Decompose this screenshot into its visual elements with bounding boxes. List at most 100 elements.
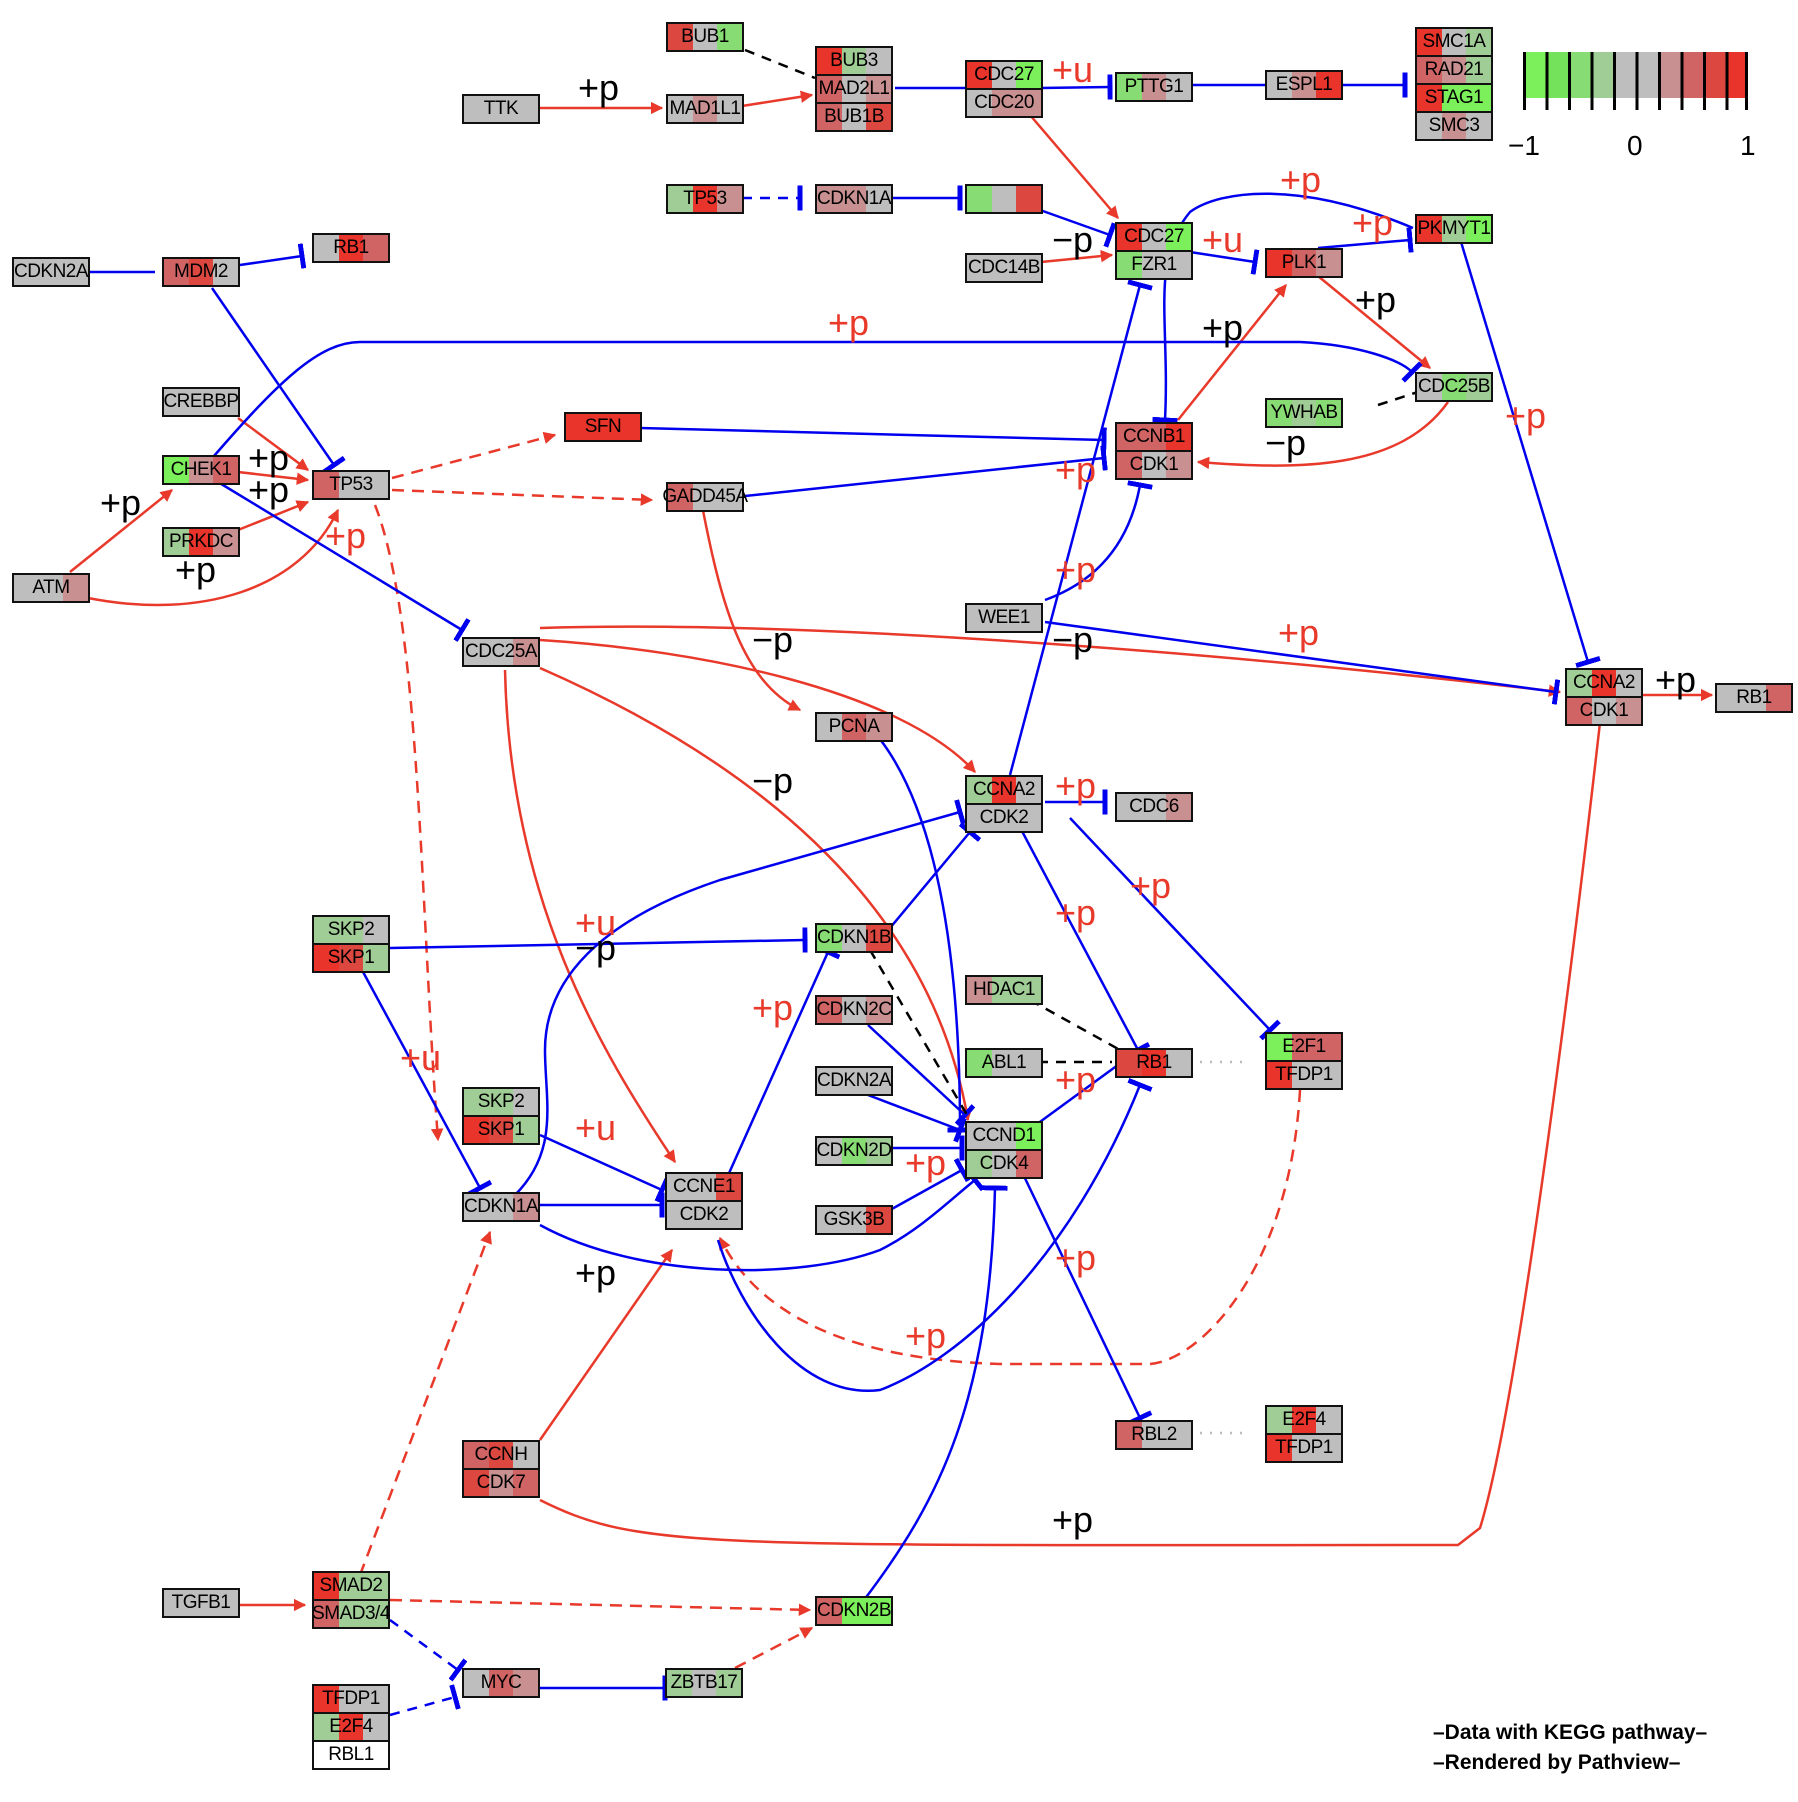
gene-row[interactable]: MDM2: [164, 259, 239, 285]
gene-row[interactable]: RB1: [1117, 1050, 1192, 1076]
gene-row[interactable]: CREBBP: [163, 389, 239, 415]
gene-row[interactable]: SKP2: [314, 917, 389, 943]
gene-row[interactable]: MAD2L1: [817, 74, 892, 102]
gene-row[interactable]: CDC6: [1117, 794, 1192, 820]
gene-row[interactable]: CDKN1A: [464, 1194, 539, 1220]
gene-row[interactable]: E2F4: [314, 1712, 389, 1740]
gene-node[interactable]: CREBBP: [162, 387, 240, 417]
gene-node[interactable]: CDC25A: [462, 637, 540, 667]
gene-row[interactable]: CDKN2D: [816, 1138, 892, 1164]
gene-node[interactable]: SFN: [564, 412, 642, 442]
gene-row[interactable]: ABL1: [967, 1050, 1042, 1076]
gene-row[interactable]: SMAD2: [314, 1573, 389, 1599]
gene-row[interactable]: CHEK1: [164, 457, 239, 483]
gene-node[interactable]: CDKN2D: [815, 1136, 893, 1166]
gene-row[interactable]: RB1: [1717, 685, 1792, 711]
gene-node[interactable]: [965, 184, 1043, 214]
gene-row[interactable]: CCND1: [967, 1123, 1042, 1149]
gene-row[interactable]: CDK2: [967, 803, 1042, 831]
gene-node[interactable]: CDKN1B: [815, 923, 893, 953]
gene-row[interactable]: CCNA2: [1567, 670, 1642, 696]
gene-row[interactable]: SMC1A: [1417, 29, 1492, 55]
gene-row[interactable]: SKP2: [464, 1089, 539, 1115]
gene-row[interactable]: CDKN2B: [817, 1598, 892, 1624]
gene-row[interactable]: E2F1: [1267, 1034, 1342, 1060]
gene-node[interactable]: GSK3B: [815, 1205, 893, 1235]
gene-node[interactable]: TP53: [312, 470, 390, 500]
gene-row[interactable]: GSK3B: [817, 1207, 892, 1233]
gene-row[interactable]: FZR1: [1117, 250, 1192, 278]
gene-row[interactable]: PKMYT1: [1417, 216, 1492, 242]
gene-node[interactable]: CDC14B: [965, 253, 1043, 283]
gene-row[interactable]: CDC27: [967, 62, 1042, 88]
gene-row[interactable]: CDC27: [1117, 224, 1192, 250]
gene-row[interactable]: BUB3: [817, 48, 892, 74]
gene-row[interactable]: TTK: [464, 96, 539, 122]
gene-node[interactable]: CDC6: [1115, 792, 1193, 822]
gene-node[interactable]: TP53: [666, 184, 744, 214]
gene-row[interactable]: PTTG1: [1117, 74, 1192, 100]
gene-row[interactable]: CDC20: [967, 88, 1042, 116]
gene-row[interactable]: CDKN2A: [14, 259, 89, 285]
gene-row[interactable]: SMC3: [1417, 111, 1492, 139]
gene-row[interactable]: CDC25B: [1417, 374, 1492, 400]
gene-node[interactable]: CDKN2C: [815, 995, 893, 1025]
gene-row[interactable]: CDC25A: [464, 639, 539, 665]
gene-node[interactable]: RBL2: [1115, 1420, 1193, 1450]
gene-row[interactable]: CDC14B: [967, 255, 1042, 281]
gene-row[interactable]: E2F4: [1267, 1407, 1342, 1433]
gene-node[interactable]: CDKN2A: [815, 1066, 893, 1096]
gene-node[interactable]: YWHAB: [1265, 398, 1343, 428]
gene-row[interactable]: SKP1: [464, 1115, 539, 1143]
gene-node[interactable]: CHEK1: [162, 455, 240, 485]
gene-row[interactable]: CDKN1A: [817, 186, 892, 212]
gene-row[interactable]: TFDP1: [314, 1686, 389, 1712]
gene-node[interactable]: ATM: [12, 573, 90, 603]
gene-row[interactable]: TFDP1: [1267, 1433, 1342, 1461]
gene-row[interactable]: RB1: [314, 235, 389, 261]
gene-row[interactable]: CDK1: [1567, 696, 1642, 724]
gene-node[interactable]: RB1: [1715, 683, 1793, 713]
gene-row[interactable]: TP53: [314, 472, 389, 498]
gene-row[interactable]: CCNA2: [967, 777, 1042, 803]
gene-row[interactable]: TP53: [668, 186, 743, 212]
gene-node[interactable]: WEE1: [965, 603, 1043, 633]
gene-row[interactable]: PLK1: [1267, 250, 1342, 276]
gene-node[interactable]: GADD45A: [662, 482, 748, 512]
gene-row[interactable]: CCNE1: [667, 1174, 742, 1200]
gene-row[interactable]: CDK7: [464, 1468, 539, 1496]
gene-row[interactable]: BUB1B: [817, 102, 892, 130]
gene-row[interactable]: CDK4: [967, 1149, 1042, 1177]
gene-node[interactable]: BUB1: [666, 22, 744, 52]
gene-row[interactable]: CCNB1: [1117, 424, 1192, 450]
gene-node[interactable]: RB1: [1115, 1048, 1193, 1078]
gene-node[interactable]: ESPL1: [1265, 70, 1343, 100]
gene-row[interactable]: MAD1L1: [668, 96, 743, 122]
gene-node[interactable]: MYC: [462, 1668, 540, 1698]
gene-row[interactable]: ATM: [14, 575, 89, 601]
gene-row[interactable]: TFDP1: [1267, 1060, 1342, 1088]
gene-row[interactable]: SMAD3/4: [312, 1599, 390, 1627]
gene-row[interactable]: MYC: [464, 1670, 539, 1696]
gene-node[interactable]: CDKN1A: [815, 184, 893, 214]
gene-row[interactable]: CDK2: [667, 1200, 742, 1228]
gene-row[interactable]: CDKN2C: [816, 997, 892, 1023]
gene-row[interactable]: STAG1: [1417, 83, 1492, 111]
gene-node[interactable]: CDKN1A: [462, 1192, 540, 1222]
gene-node[interactable]: TTK: [462, 94, 540, 124]
